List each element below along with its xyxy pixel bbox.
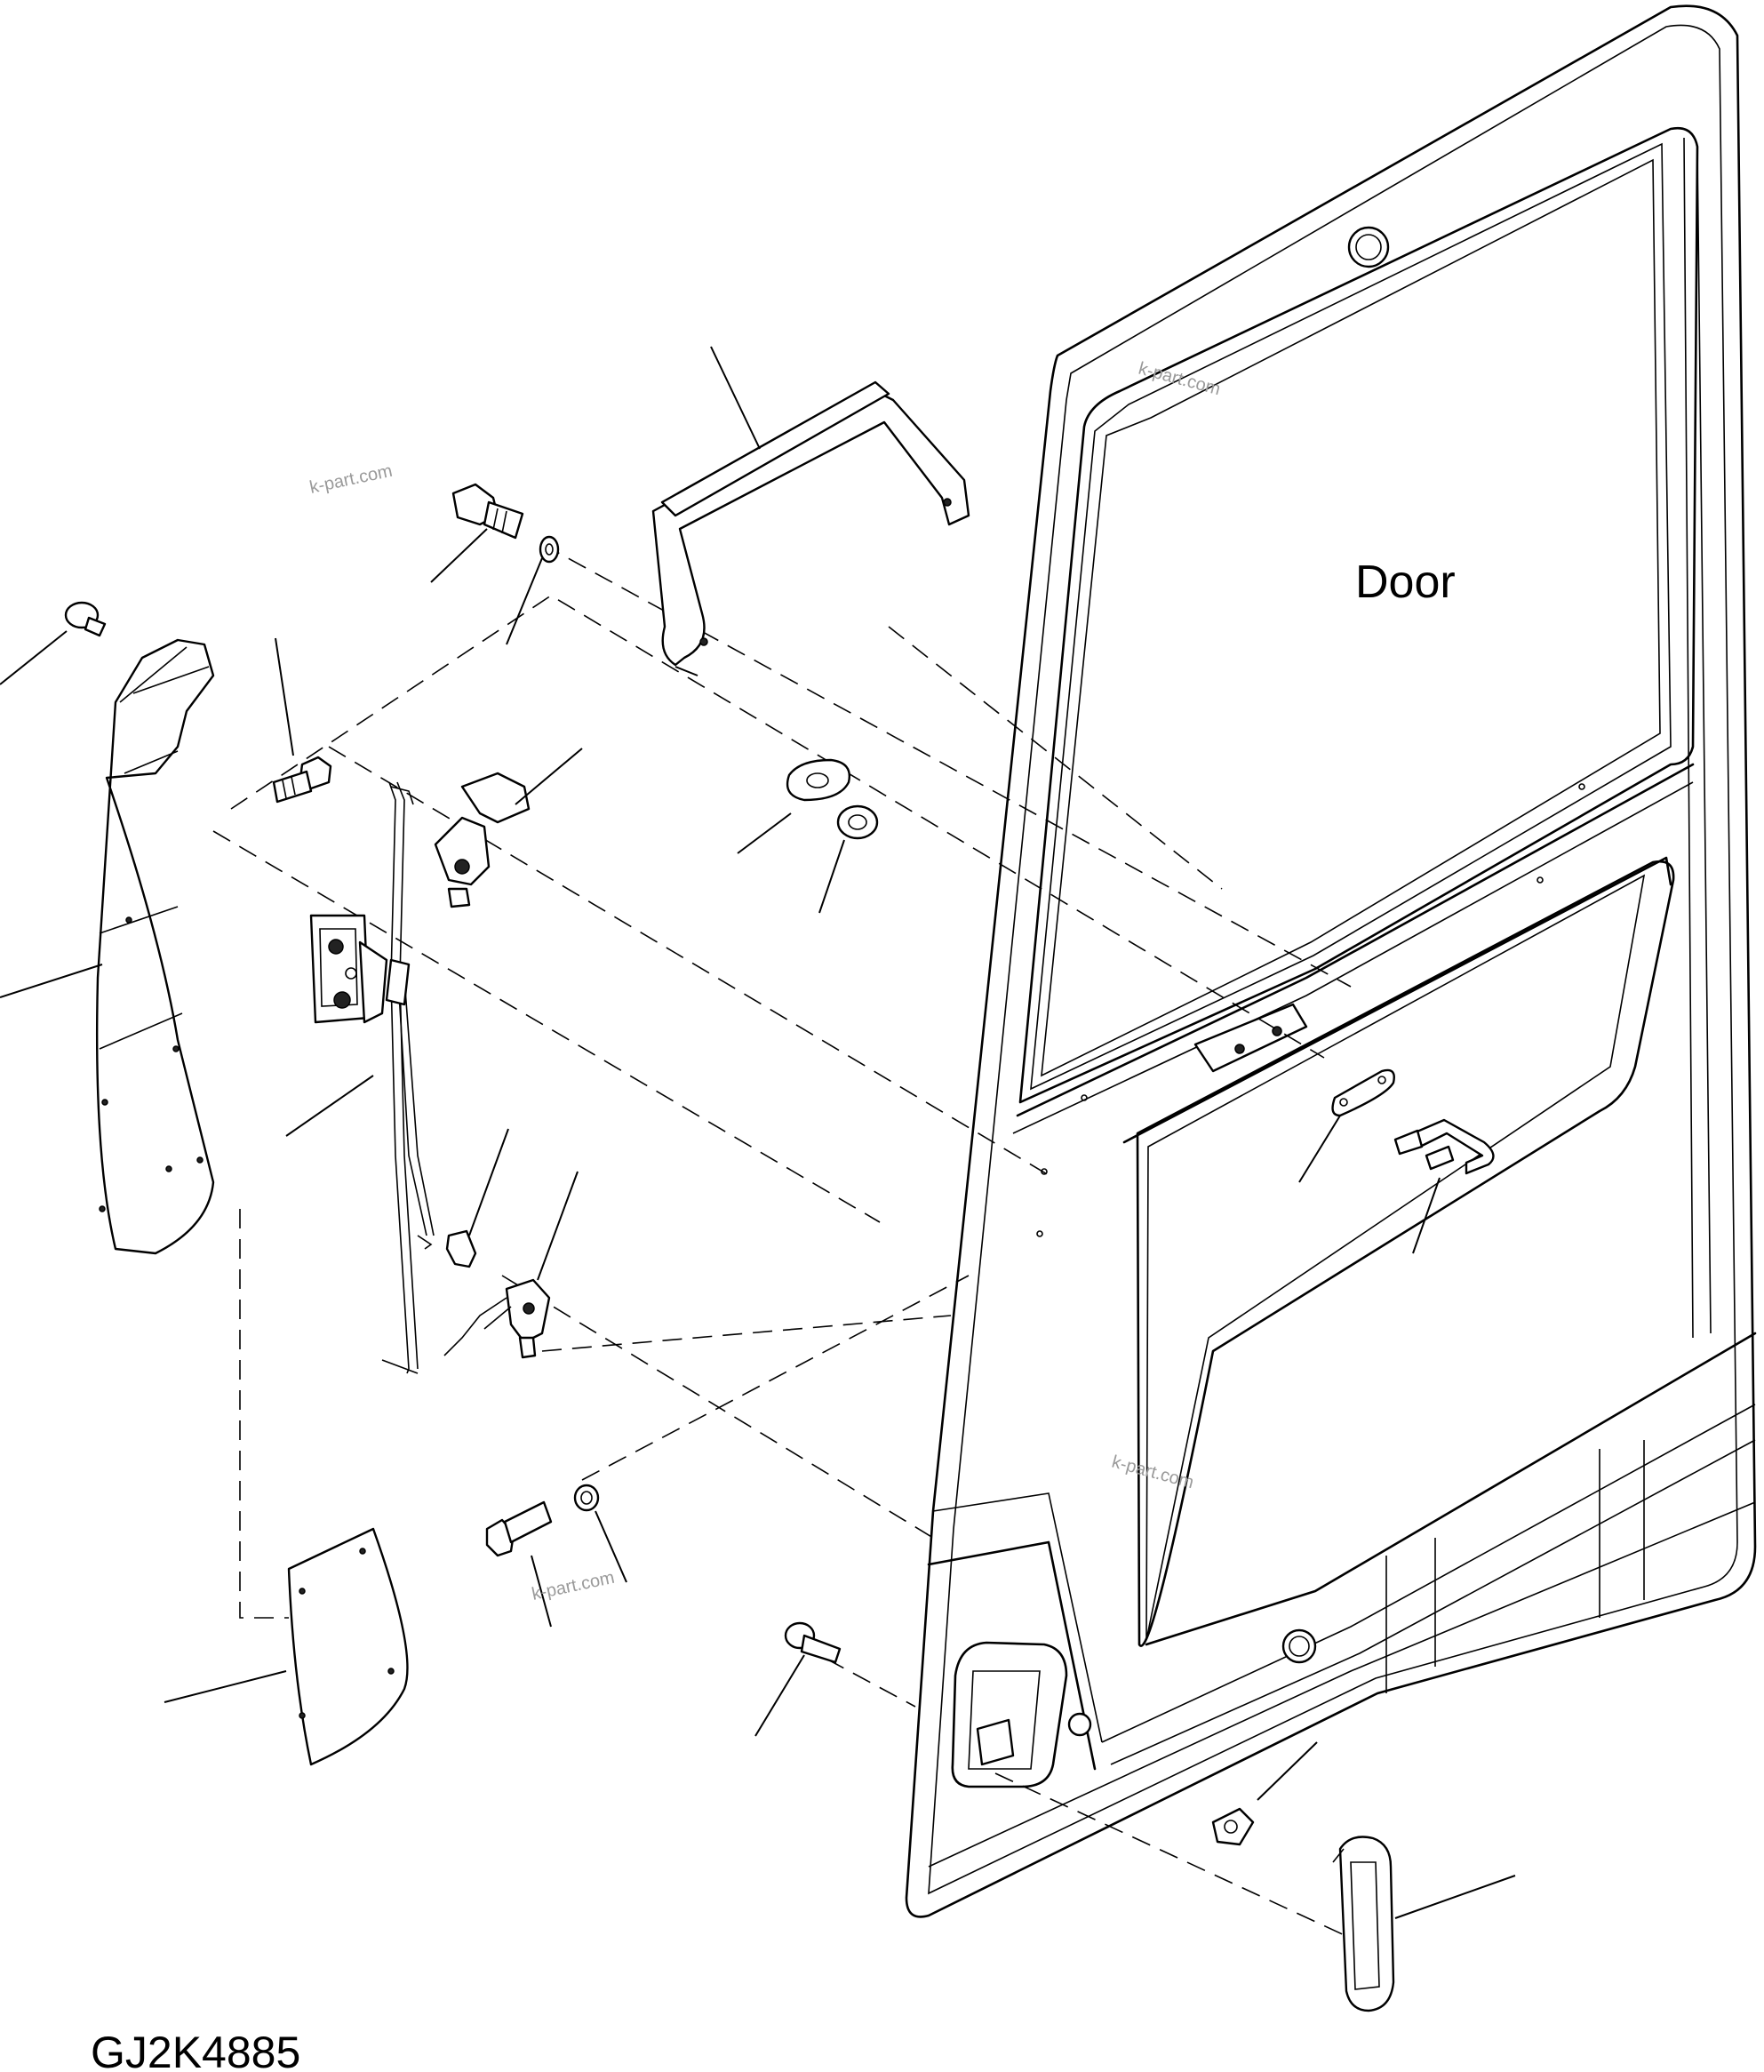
left-trim-cover-part	[95, 638, 215, 1255]
watermark-text: k-part.com	[1110, 1452, 1196, 1493]
clip-part-middle	[445, 1229, 477, 1268]
washer-part-lower	[573, 1484, 600, 1512]
oval-cover-plate-part	[786, 758, 850, 802]
bolt-part-lower	[485, 1500, 553, 1557]
lower-trim-cover-part	[287, 1527, 409, 1766]
washer-part-upper	[539, 535, 560, 564]
lock-rod-part	[381, 781, 435, 1374]
lock-cylinder-part	[1211, 1807, 1255, 1846]
bushing-part	[836, 804, 879, 840]
lower-lock-release-part	[443, 1278, 551, 1359]
inner-handle-recess	[951, 1641, 1068, 1788]
u-striker-part	[1393, 1118, 1495, 1175]
drawing-code: GJ2K4885	[91, 2028, 300, 2072]
grab-handle-part	[651, 380, 970, 676]
striker-plate-part	[1331, 1068, 1395, 1117]
clip-part-upper-left	[64, 601, 107, 637]
watermark-text: k-part.com	[307, 461, 394, 498]
stud-part	[272, 756, 332, 804]
outer-door-handle-part	[1332, 1836, 1395, 2012]
door-label: Door	[1355, 556, 1456, 608]
watermarks: k-part.com k-part.com k-part.com k-part.…	[307, 359, 1222, 1604]
door-lock-latch-part	[309, 914, 388, 1024]
door-panel	[905, 4, 1757, 1918]
clip-part-lower	[784, 1621, 842, 1664]
watermark-text: k-part.com	[530, 1568, 616, 1604]
bolt-part-upper	[451, 483, 524, 540]
upper-lock-release-part	[434, 772, 531, 908]
leader-lines	[0, 346, 1516, 1919]
assembly-lines	[212, 543, 1361, 1943]
